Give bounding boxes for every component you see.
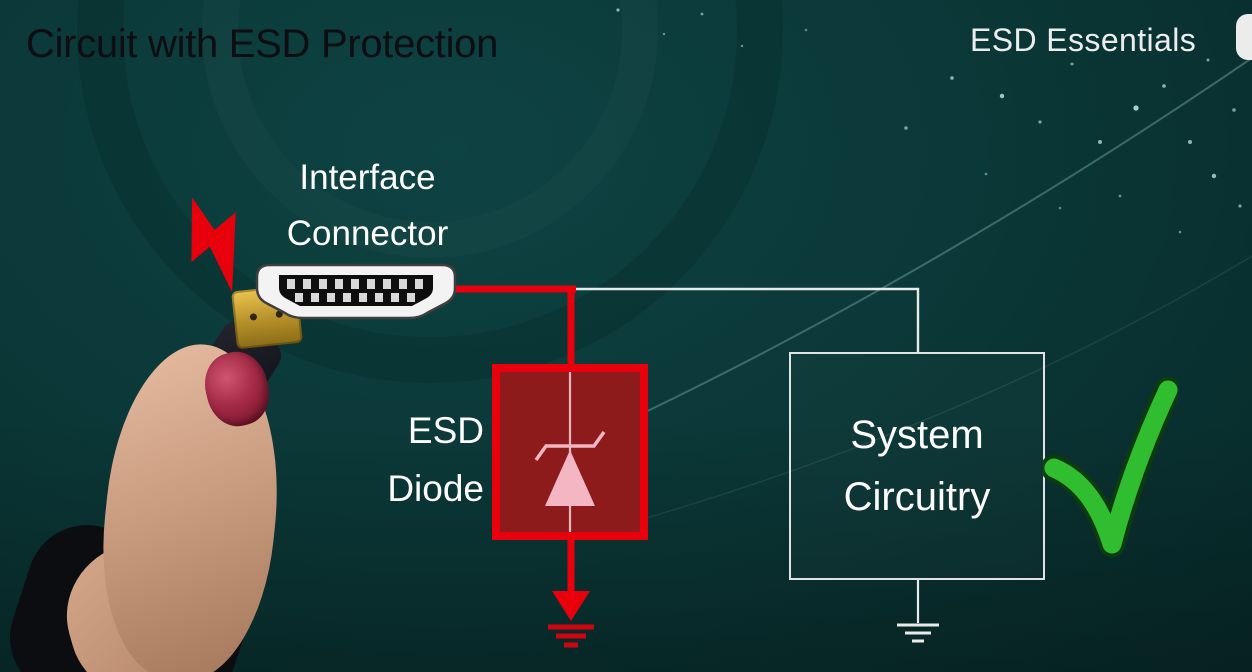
system-circuitry-box: System Circuitry: [789, 352, 1045, 580]
ground-symbol-red-icon: [548, 624, 594, 648]
interface-connector-label-line1: Interface: [299, 158, 436, 197]
interface-connector-label: Interface Connector: [240, 150, 495, 262]
lightning-bolt-icon: [160, 178, 278, 299]
checkmark-icon: [1040, 372, 1182, 572]
esd-diode-label-line1: ESD: [407, 410, 484, 451]
brand-logo-icon: [1236, 14, 1252, 60]
interface-connector-label-line2: Connector: [286, 214, 449, 253]
ground-symbol-white-icon: [897, 623, 939, 643]
hdmi-connector-icon: [254, 262, 458, 324]
slide-title: Circuit with ESD Protection: [26, 22, 499, 66]
esd-diode-label: ESD Diode: [344, 402, 484, 518]
esd-diode-label-line2: Diode: [387, 468, 484, 509]
system-circuitry-label-line2: Circuitry: [843, 475, 991, 519]
zener-diode-symbol-icon: [534, 372, 606, 532]
system-circuitry-label-line1: System: [850, 413, 984, 457]
esd-diode-box: [492, 364, 648, 540]
brand-title: ESD Essentials: [970, 22, 1197, 58]
ground-arrow: [552, 591, 590, 621]
signal-wire-white: [576, 287, 920, 354]
